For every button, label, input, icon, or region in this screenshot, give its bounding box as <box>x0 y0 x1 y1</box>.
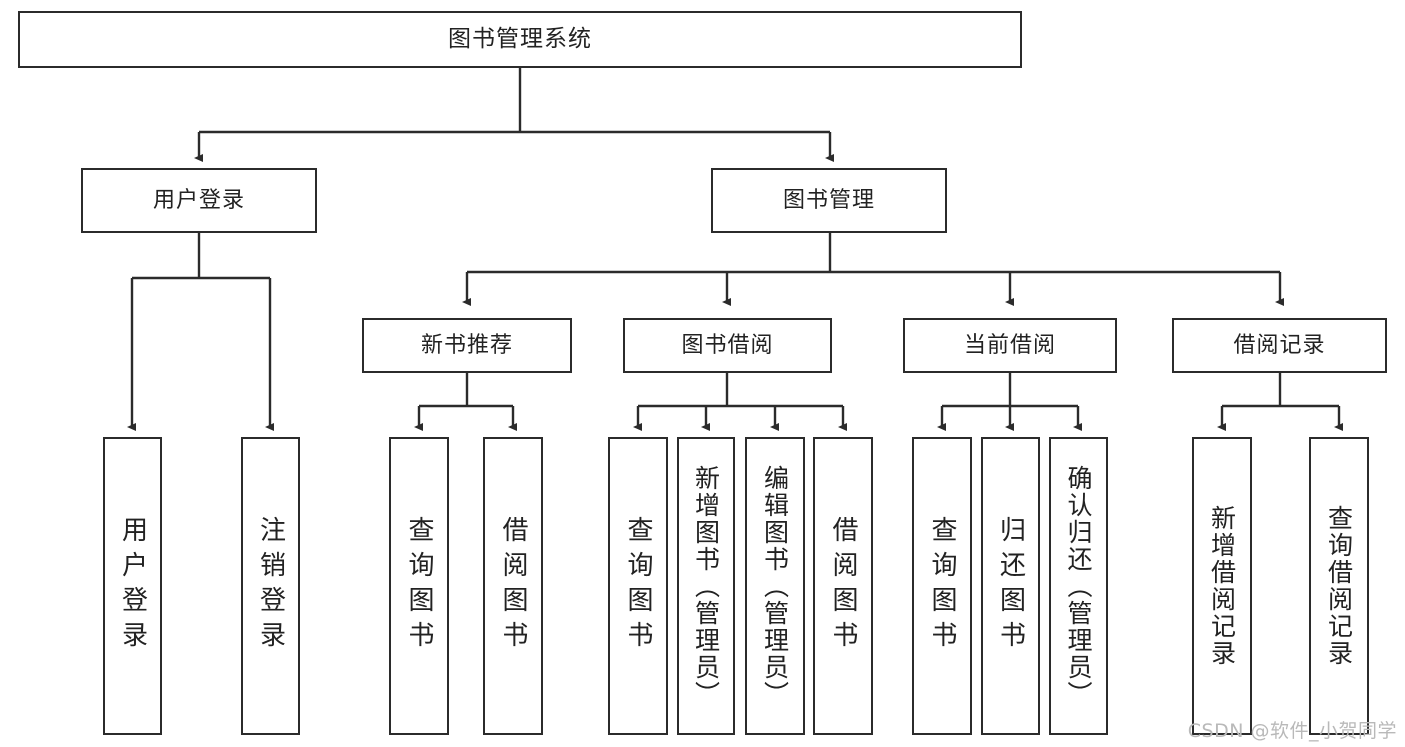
leaf-recommend-borrow-book[interactable]: 借阅图书 <box>483 437 543 735</box>
node-current-borrow[interactable]: 当前借阅 <box>903 318 1117 373</box>
leaf-borrow-borrow-book[interactable]: 借阅图书 <box>813 437 873 735</box>
leaf-borrow-edit-book-admin[interactable]: 编辑图书（管理员） <box>745 437 805 735</box>
node-book-borrow[interactable]: 图书借阅 <box>623 318 832 373</box>
node-label: 归还图书 <box>995 516 1026 656</box>
leaf-record-add-borrow-record[interactable]: 新增借阅记录 <box>1192 437 1252 735</box>
node-label: 新书推荐 <box>420 332 513 358</box>
node-label: 注销登录 <box>255 516 286 656</box>
node-label: 用户登录 <box>117 516 148 656</box>
node-label: 借阅记录 <box>1233 332 1326 358</box>
node-label: 图书管理 <box>782 187 875 213</box>
node-root-book-management-system[interactable]: 图书管理系统 <box>18 11 1022 68</box>
node-user-login[interactable]: 用户登录 <box>81 168 317 233</box>
node-label: 确认归还（管理员） <box>1064 464 1093 708</box>
node-borrow-record[interactable]: 借阅记录 <box>1172 318 1387 373</box>
node-label: 图书管理系统 <box>448 26 592 53</box>
node-label: 查询图书 <box>404 516 434 656</box>
leaf-current-query-book[interactable]: 查询图书 <box>912 437 972 735</box>
node-book-manage[interactable]: 图书管理 <box>711 168 947 233</box>
leaf-user-logout[interactable]: 注销登录 <box>241 437 300 735</box>
node-label: 用户登录 <box>152 187 245 213</box>
leaf-current-confirm-return-admin[interactable]: 确认归还（管理员） <box>1049 437 1108 735</box>
node-label: 新增借阅记录 <box>1207 505 1237 667</box>
node-label: 借阅图书 <box>828 516 858 656</box>
node-new-book-recommendation[interactable]: 新书推荐 <box>362 318 572 373</box>
node-label: 查询图书 <box>927 516 957 656</box>
node-label: 图书借阅 <box>681 332 774 358</box>
leaf-borrow-add-book-admin[interactable]: 新增图书（管理员） <box>677 437 735 735</box>
leaf-current-return-book[interactable]: 归还图书 <box>981 437 1040 735</box>
leaf-recommend-query-book[interactable]: 查询图书 <box>389 437 449 735</box>
node-label: 查询借阅记录 <box>1324 505 1354 667</box>
leaf-record-query-borrow-record[interactable]: 查询借阅记录 <box>1309 437 1369 735</box>
node-label: 当前借阅 <box>963 332 1056 358</box>
node-label: 借阅图书 <box>498 516 528 656</box>
node-label: 编辑图书（管理员） <box>760 464 790 708</box>
node-label: 新增图书（管理员） <box>691 464 721 708</box>
leaf-borrow-query-book[interactable]: 查询图书 <box>608 437 668 735</box>
node-label: 查询图书 <box>623 516 653 656</box>
leaf-user-login[interactable]: 用户登录 <box>103 437 162 735</box>
